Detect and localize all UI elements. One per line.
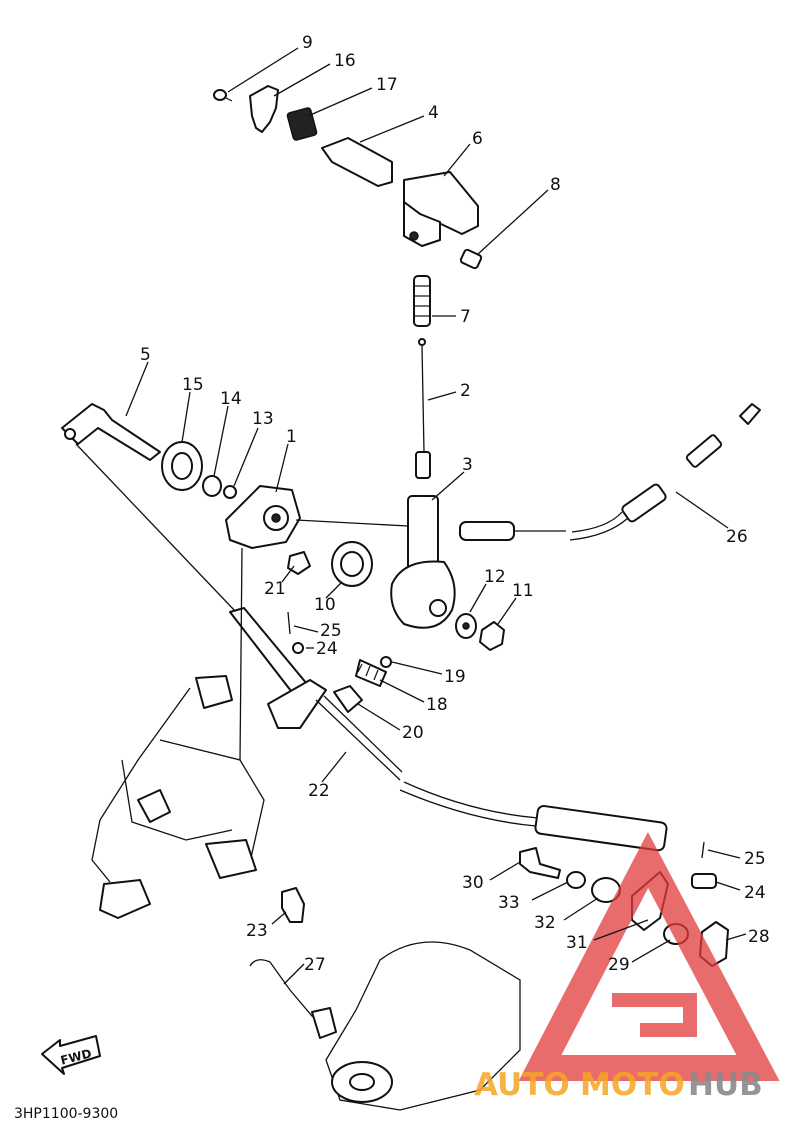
svg-text:MOTO: MOTO bbox=[580, 1067, 685, 1103]
callout-22: 22 bbox=[308, 781, 330, 801]
svg-text:AUTO: AUTO bbox=[474, 1067, 570, 1103]
catalog-code: 3HP1100-9300 bbox=[14, 1106, 118, 1122]
callout-21: 21 bbox=[264, 579, 286, 599]
watermark-logo bbox=[518, 831, 780, 1081]
callout-9: 9 bbox=[302, 33, 313, 53]
callout-8: 8 bbox=[550, 175, 561, 195]
callout-32: 32 bbox=[534, 913, 556, 933]
part-17-block bbox=[286, 107, 318, 141]
part-27-hose bbox=[249, 959, 337, 1039]
callout-19: 19 bbox=[444, 667, 466, 687]
part-24-joint-upper bbox=[292, 642, 304, 654]
callout-27: 27 bbox=[304, 955, 326, 975]
callout-1: 1 bbox=[286, 427, 297, 447]
part-9-screw bbox=[213, 89, 233, 102]
callout-24-upper: 24 bbox=[316, 639, 338, 659]
part-20-collar bbox=[333, 685, 363, 713]
part-2-rod bbox=[415, 338, 431, 479]
part-25-pin-upper bbox=[287, 611, 291, 635]
callout-12: 12 bbox=[484, 567, 506, 587]
part-23-bolt bbox=[281, 887, 305, 923]
part-1-housing bbox=[225, 485, 409, 549]
part-30-bolt bbox=[519, 847, 561, 879]
callout-6: 6 bbox=[472, 129, 483, 149]
part-6-knob bbox=[403, 171, 479, 247]
part-11-nut bbox=[479, 621, 505, 651]
part-25-pin-lower bbox=[701, 841, 705, 859]
callout-14: 14 bbox=[220, 389, 242, 409]
callout-13: 13 bbox=[252, 409, 274, 429]
engine-casing bbox=[325, 941, 521, 1111]
callout-11: 11 bbox=[512, 581, 534, 601]
callout-2: 2 bbox=[460, 381, 471, 401]
part-3-shaft bbox=[390, 495, 456, 629]
part-15-seal bbox=[161, 441, 203, 491]
callout-15: 15 bbox=[182, 375, 204, 395]
callout-17: 17 bbox=[376, 75, 398, 95]
part-8-screw bbox=[459, 248, 483, 270]
callout-3: 3 bbox=[462, 455, 473, 475]
callout-5: 5 bbox=[140, 345, 151, 365]
part-7-stud bbox=[413, 275, 431, 327]
part-16-bracket bbox=[249, 85, 279, 133]
callout-29: 29 bbox=[608, 955, 630, 975]
callout-30: 30 bbox=[462, 873, 484, 893]
part-13-oring bbox=[223, 485, 237, 499]
part-10-seal bbox=[331, 541, 373, 587]
part-19-ball bbox=[380, 656, 392, 668]
part-26-cable bbox=[459, 403, 761, 541]
frame-structure bbox=[91, 547, 265, 919]
callout-16: 16 bbox=[334, 51, 356, 71]
callout-25-upper: 25 bbox=[320, 621, 342, 641]
part-24-joint-lower bbox=[691, 873, 717, 889]
part-22-linkage bbox=[75, 443, 668, 852]
part-4-bar bbox=[321, 137, 393, 187]
part-33-washer bbox=[566, 871, 586, 889]
fwd-arrow-icon: FWD bbox=[41, 1035, 101, 1075]
callout-28: 28 bbox=[748, 927, 770, 947]
callout-18: 18 bbox=[426, 695, 448, 715]
leader-lines bbox=[125, 47, 747, 985]
callout-33: 33 bbox=[498, 893, 520, 913]
callout-10: 10 bbox=[314, 595, 336, 615]
callout-24-lower: 24 bbox=[744, 883, 766, 903]
part-5-lever bbox=[61, 403, 161, 461]
callout-20: 20 bbox=[402, 723, 424, 743]
part-14-washer bbox=[202, 475, 222, 497]
callout-26: 26 bbox=[726, 527, 748, 547]
svg-text:HUB: HUB bbox=[688, 1067, 763, 1103]
part-18-spring bbox=[355, 659, 387, 687]
callout-7: 7 bbox=[460, 307, 471, 327]
callout-23: 23 bbox=[246, 921, 268, 941]
callout-31: 31 bbox=[566, 933, 588, 953]
watermark-text: AUTO MOTO HUB bbox=[474, 1067, 763, 1103]
callout-25-lower: 25 bbox=[744, 849, 766, 869]
callout-4: 4 bbox=[428, 103, 439, 123]
callout-labels: 9 16 17 4 6 8 7 2 5 15 14 13 1 3 26 21 1… bbox=[140, 33, 770, 975]
part-21-bolt bbox=[287, 551, 311, 575]
